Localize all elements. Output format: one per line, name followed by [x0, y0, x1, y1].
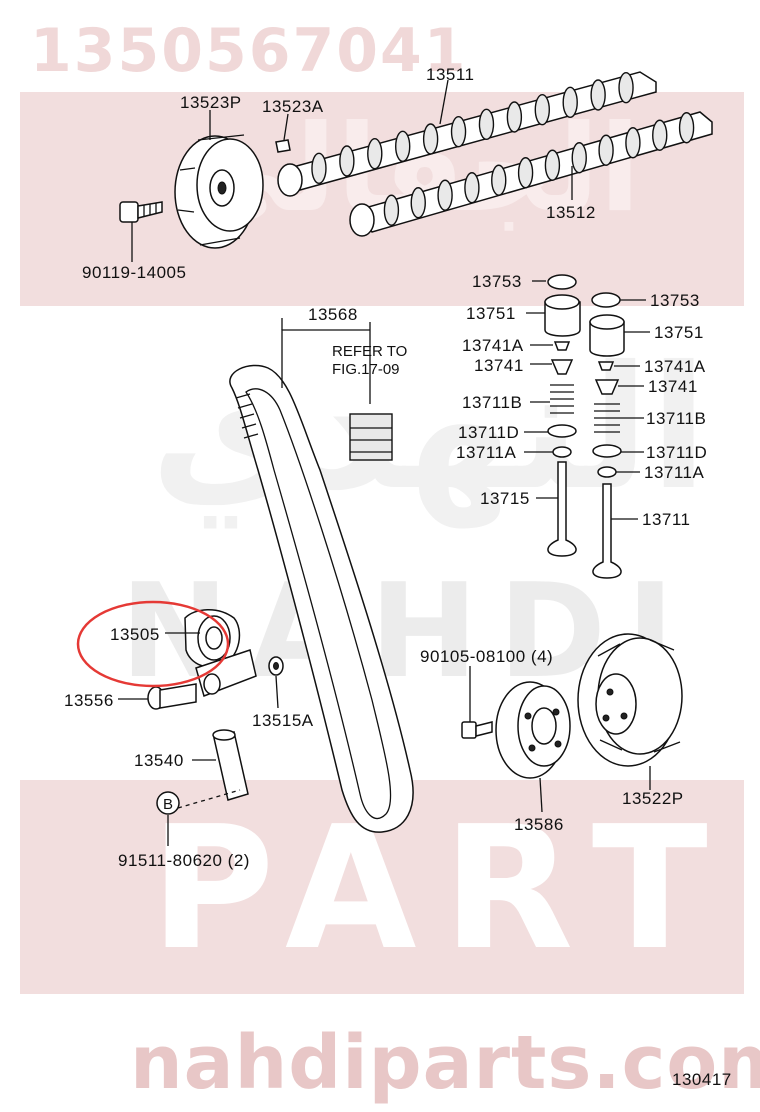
part-label-13715: 13715	[480, 489, 530, 508]
cam-lobe	[491, 164, 507, 196]
part-label-13753-r: 13753	[650, 291, 700, 310]
part-label-13753-l: 13753	[472, 272, 522, 291]
valve-train-right	[589, 292, 625, 579]
cam-lobe	[410, 187, 426, 219]
crankshaft-timing-pulley	[577, 633, 683, 767]
watermark-band-top	[20, 92, 744, 306]
pulley-bolt-small	[461, 721, 493, 739]
part-label-13515a: 13515A	[252, 711, 314, 730]
valve-train-left	[544, 274, 581, 557]
leader-lines	[118, 79, 651, 846]
watermark-arabic-mid: النهدي	[150, 330, 708, 528]
part-label-13741a-l: 13741A	[462, 336, 524, 355]
cam-lobe	[464, 172, 480, 204]
refer-note-line2: FIG.17-09	[332, 361, 400, 378]
cam-lobe	[395, 130, 411, 163]
cam-key	[275, 139, 291, 153]
part-labels: 13523P 13523A 13511 13512 90119-14005 13568 13…	[64, 65, 707, 870]
cam-lobe	[422, 123, 439, 155]
part-label-b: B	[163, 796, 173, 813]
part-label-13540: 13540	[134, 751, 184, 770]
part-label-13711b-l: 13711B	[462, 393, 522, 412]
cam-lobe	[367, 137, 383, 170]
tensioner-washer	[268, 656, 284, 676]
camshaft-timing-pulley	[174, 134, 264, 249]
watermark-part-number: 1350567041	[30, 16, 468, 86]
part-label-13505: 13505	[110, 625, 160, 644]
cam-lobe	[598, 134, 614, 166]
cam-lobe	[534, 93, 550, 126]
crank-pulley	[495, 681, 571, 779]
part-label-13523a: 13523A	[262, 97, 324, 116]
cam-lobe	[590, 79, 606, 111]
cam-lobe	[517, 157, 534, 189]
cam-lobe	[544, 149, 561, 181]
part-label-13711d-r: 13711D	[646, 443, 707, 462]
part-label-90105-08100: 90105-08100 (4)	[420, 647, 553, 666]
cam-lobe	[625, 127, 641, 159]
highlight-circle	[76, 600, 230, 688]
cam-lobe	[437, 179, 453, 211]
part-label-13586: 13586	[514, 815, 564, 834]
part-label-13568: 13568	[308, 305, 358, 324]
part-label-13711a-r: 13711A	[644, 463, 705, 482]
cam-lobe	[618, 71, 634, 104]
part-label-91511-80620: 91511-80620 (2)	[118, 851, 250, 870]
cam-lobe	[478, 108, 495, 141]
camshaft-13511	[277, 71, 657, 197]
belt-reference	[281, 322, 393, 461]
part-label-13741a-r: 13741A	[644, 357, 706, 376]
tensioner-damper	[177, 729, 249, 809]
part-label-13511: 13511	[426, 65, 475, 84]
part-label-13556: 13556	[64, 691, 114, 710]
cam-lobe	[571, 142, 587, 174]
watermark-site: nahdiparts.com	[130, 1020, 760, 1106]
tensioner-pulley	[184, 609, 257, 697]
camshaft-13512	[349, 111, 713, 237]
cam-lobe	[339, 145, 355, 177]
pulley-bolt	[119, 201, 163, 223]
part-label-13711d-l: 13711D	[458, 423, 519, 442]
part-label-13711b-r: 13711B	[646, 409, 706, 428]
part-label-13522p: 13522P	[622, 789, 684, 808]
cam-lobe	[506, 101, 523, 133]
figure-id: 130417	[672, 1070, 732, 1089]
part-label-13512: 13512	[546, 203, 596, 222]
part-label-13711: 13711	[642, 510, 691, 529]
cam-lobe	[383, 194, 400, 226]
bolt-mark-b	[156, 791, 180, 815]
cam-lobe	[450, 115, 467, 148]
cam-lobe	[562, 86, 578, 119]
cam-lobe	[652, 119, 668, 151]
part-label-90119-14005: 90119-14005	[82, 263, 186, 282]
cam-lobe	[311, 152, 327, 185]
cam-lobe	[678, 112, 695, 144]
watermark-parts: PARTS	[150, 790, 760, 988]
part-label-13711a-l: 13711A	[456, 443, 517, 462]
part-label-13523p: 13523P	[180, 93, 242, 112]
part-label-13751-r: 13751	[654, 323, 704, 342]
part-label-13741-l: 13741	[474, 356, 524, 375]
part-label-13751-l: 13751	[466, 304, 516, 323]
refer-note-line1: REFER TO	[332, 343, 407, 360]
tensioner-bolt	[147, 683, 197, 710]
part-label-13741-r: 13741	[648, 377, 698, 396]
timing-belt	[229, 364, 414, 833]
